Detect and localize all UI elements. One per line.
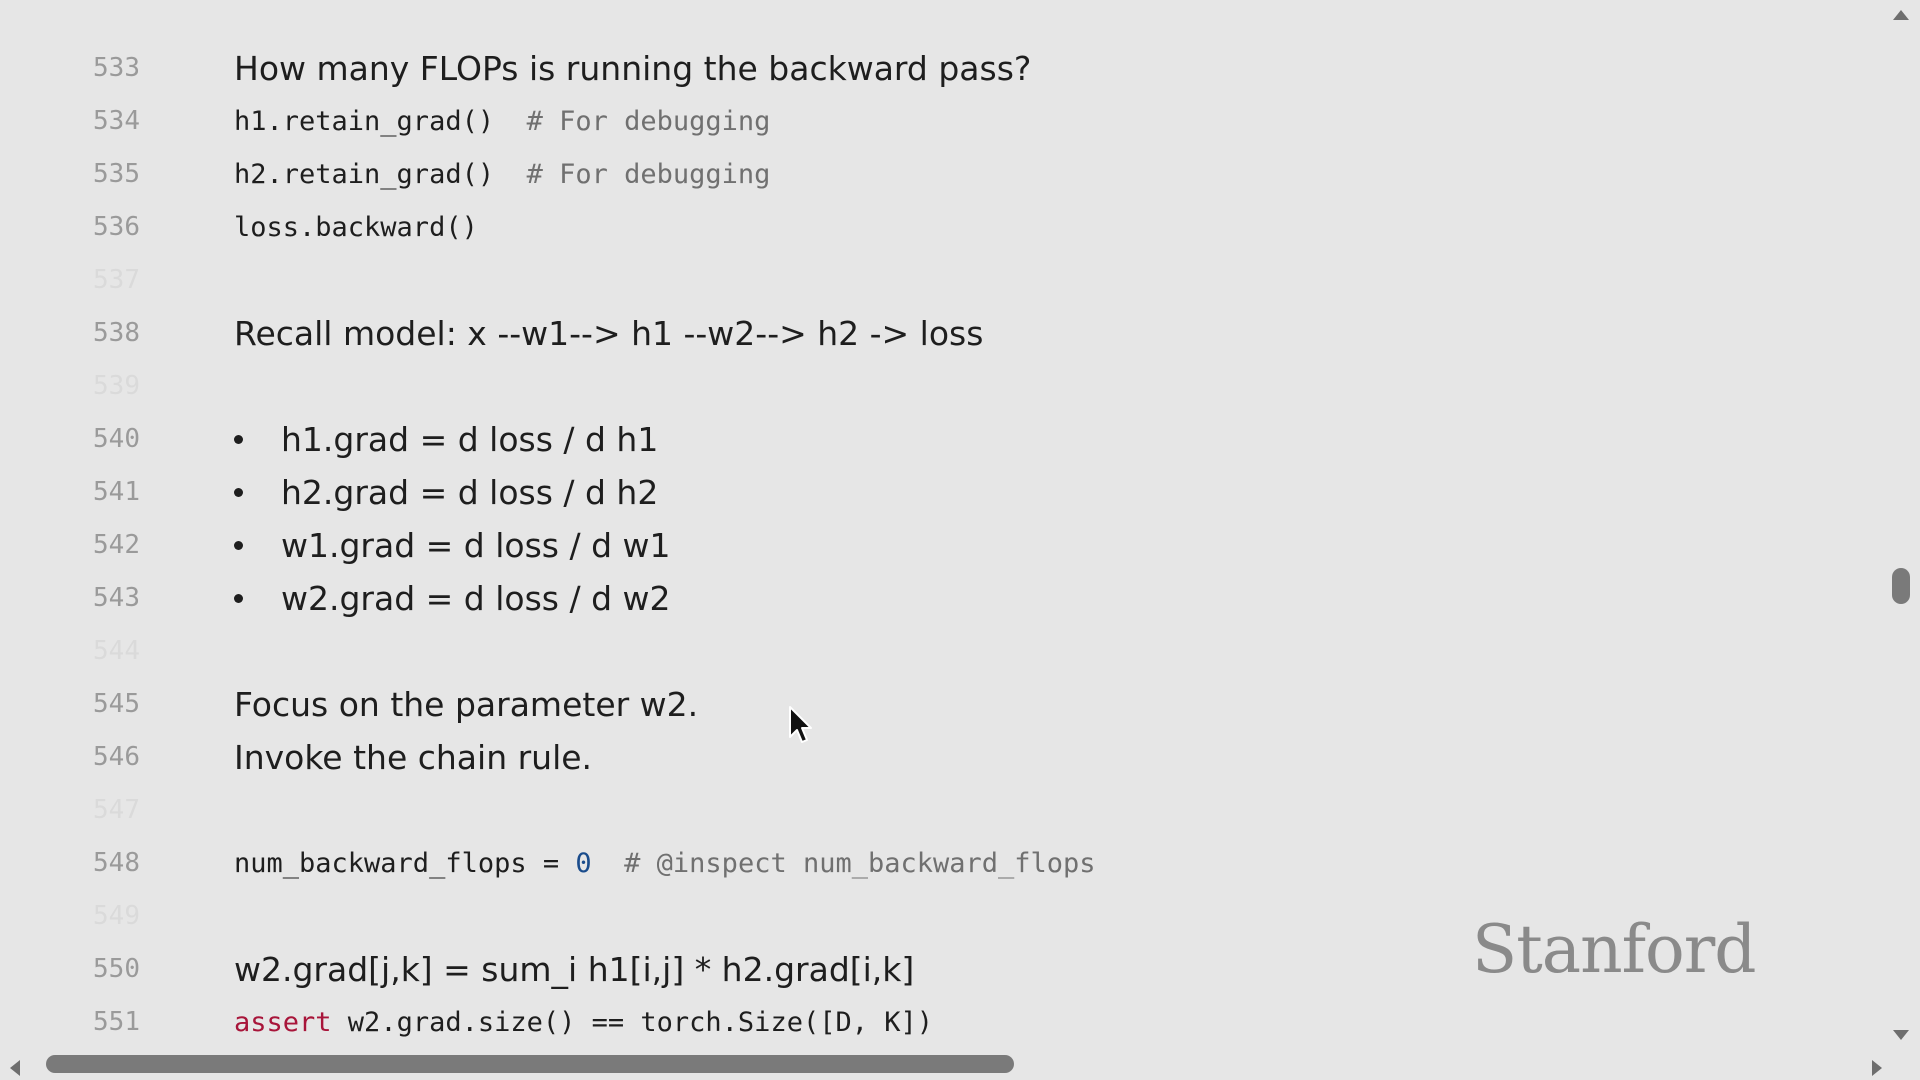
code-line: 539 (0, 360, 1880, 413)
prose-text: w2.grad[j,k] = sum_i h1[i,j] * h2.grad[i… (234, 950, 915, 989)
prose-text: Recall model: x --w1--> h1 --w2--> h2 ->… (234, 314, 984, 353)
code-statement: h2.retain_grad() (234, 159, 527, 190)
bullet-item: 541 h2.grad = d loss / d h2 (0, 466, 1880, 519)
horizontal-scroll-thumb[interactable] (46, 1055, 1014, 1073)
code-line: 549 (0, 890, 1880, 943)
line-number: 534 (93, 106, 140, 136)
line-number: 551 (93, 1007, 140, 1037)
bullet-item: 543 w2.grad = d loss / d w2 (0, 572, 1880, 625)
scroll-left-arrow-icon[interactable] (10, 1060, 20, 1076)
code-statement: num_backward_flops = (234, 848, 576, 879)
vertical-scrollbar[interactable] (1880, 0, 1920, 1052)
line-number: 544 (93, 636, 140, 666)
code-text: loss.backward() (234, 201, 478, 254)
scroll-down-arrow-icon[interactable] (1893, 1030, 1909, 1040)
line-number: 546 (93, 742, 140, 772)
code-text: assert w2.grad.size() == torch.Size([D, … (234, 996, 933, 1049)
code-viewer[interactable]: 533 How many FLOPs is running the backwa… (0, 0, 1880, 1052)
code-number: 0 (575, 848, 592, 879)
line-number: 535 (93, 159, 140, 189)
code-line: 547 (0, 784, 1880, 837)
code-line (0, 0, 1880, 40)
mouse-cursor-icon (789, 706, 812, 743)
code-text: num_backward_flops = 0 # @inspect num_ba… (234, 837, 1096, 890)
bullet-text: w1.grad = d loss / d w1 (281, 526, 671, 565)
code-text: h1.retain_grad() # For debugging (234, 95, 770, 148)
code-line: 538 Recall model: x --w1--> h1 --w2--> h… (0, 307, 1880, 360)
code-line: 551 assert w2.grad.size() == torch.Size(… (0, 996, 1880, 1049)
line-number (60, 0, 140, 40)
line-number: 545 (93, 689, 140, 719)
code-comment: # For debugging (526, 159, 771, 190)
line-number: 536 (93, 212, 140, 242)
line-number: 548 (93, 848, 140, 878)
code-statement: loss.backward() (234, 212, 478, 243)
code-line: 546 Invoke the chain rule. (0, 731, 1880, 784)
bullet-text: h1.grad = d loss / d h1 (281, 420, 659, 459)
code-line: 533 How many FLOPs is running the backwa… (0, 42, 1880, 95)
code-line: 537 (0, 254, 1880, 307)
horizontal-scrollbar[interactable] (0, 1052, 1920, 1080)
line-number: 542 (93, 530, 140, 560)
code-line: 548 num_backward_flops = 0 # @inspect nu… (0, 837, 1880, 890)
bullet-item: 542 w1.grad = d loss / d w1 (0, 519, 1880, 572)
line-number: 538 (93, 318, 140, 348)
line-number: 541 (93, 477, 140, 507)
bullet-icon (234, 594, 243, 603)
line-number: 537 (93, 265, 140, 295)
bullet-icon (234, 435, 243, 444)
bullet-icon (234, 488, 243, 497)
prose-text: Focus on the parameter w2. (234, 685, 699, 724)
vertical-scroll-thumb[interactable] (1892, 568, 1910, 604)
line-number: 543 (93, 583, 140, 613)
code-line: 534 h1.retain_grad() # For debugging (0, 95, 1880, 148)
line-number: 549 (93, 901, 140, 931)
prose-text: How many FLOPs is running the backward p… (234, 49, 1032, 88)
code-line: 544 (0, 625, 1880, 678)
scroll-right-arrow-icon[interactable] (1872, 1060, 1882, 1076)
code-line: 536 loss.backward() (0, 201, 1880, 254)
code-line: 550 w2.grad[j,k] = sum_i h1[i,j] * h2.gr… (0, 943, 1880, 996)
line-number: 547 (93, 795, 140, 825)
scroll-up-arrow-icon[interactable] (1893, 10, 1909, 20)
stanford-watermark: Stanford (1472, 911, 1757, 988)
bullet-text: w2.grad = d loss / d w2 (281, 579, 671, 618)
code-keyword: assert (234, 1007, 332, 1038)
line-number: 539 (93, 371, 140, 401)
code-text: h2.retain_grad() # For debugging (234, 148, 770, 201)
code-statement: w2.grad.size() == torch.Size([D, K]) (331, 1007, 933, 1038)
bullet-item: 540 h1.grad = d loss / d h1 (0, 413, 1880, 466)
line-number: 533 (93, 53, 140, 83)
line-number: 550 (93, 954, 140, 984)
line-number: 540 (93, 424, 140, 454)
code-line: 545 Focus on the parameter w2. (0, 678, 1880, 731)
code-statement: h1.retain_grad() (234, 106, 527, 137)
code-comment: # @inspect num_backward_flops (591, 848, 1096, 879)
bullet-icon (234, 541, 243, 550)
code-comment: # For debugging (526, 106, 771, 137)
code-line: 535 h2.retain_grad() # For debugging (0, 148, 1880, 201)
bullet-text: h2.grad = d loss / d h2 (281, 473, 659, 512)
prose-text: Invoke the chain rule. (234, 738, 593, 777)
